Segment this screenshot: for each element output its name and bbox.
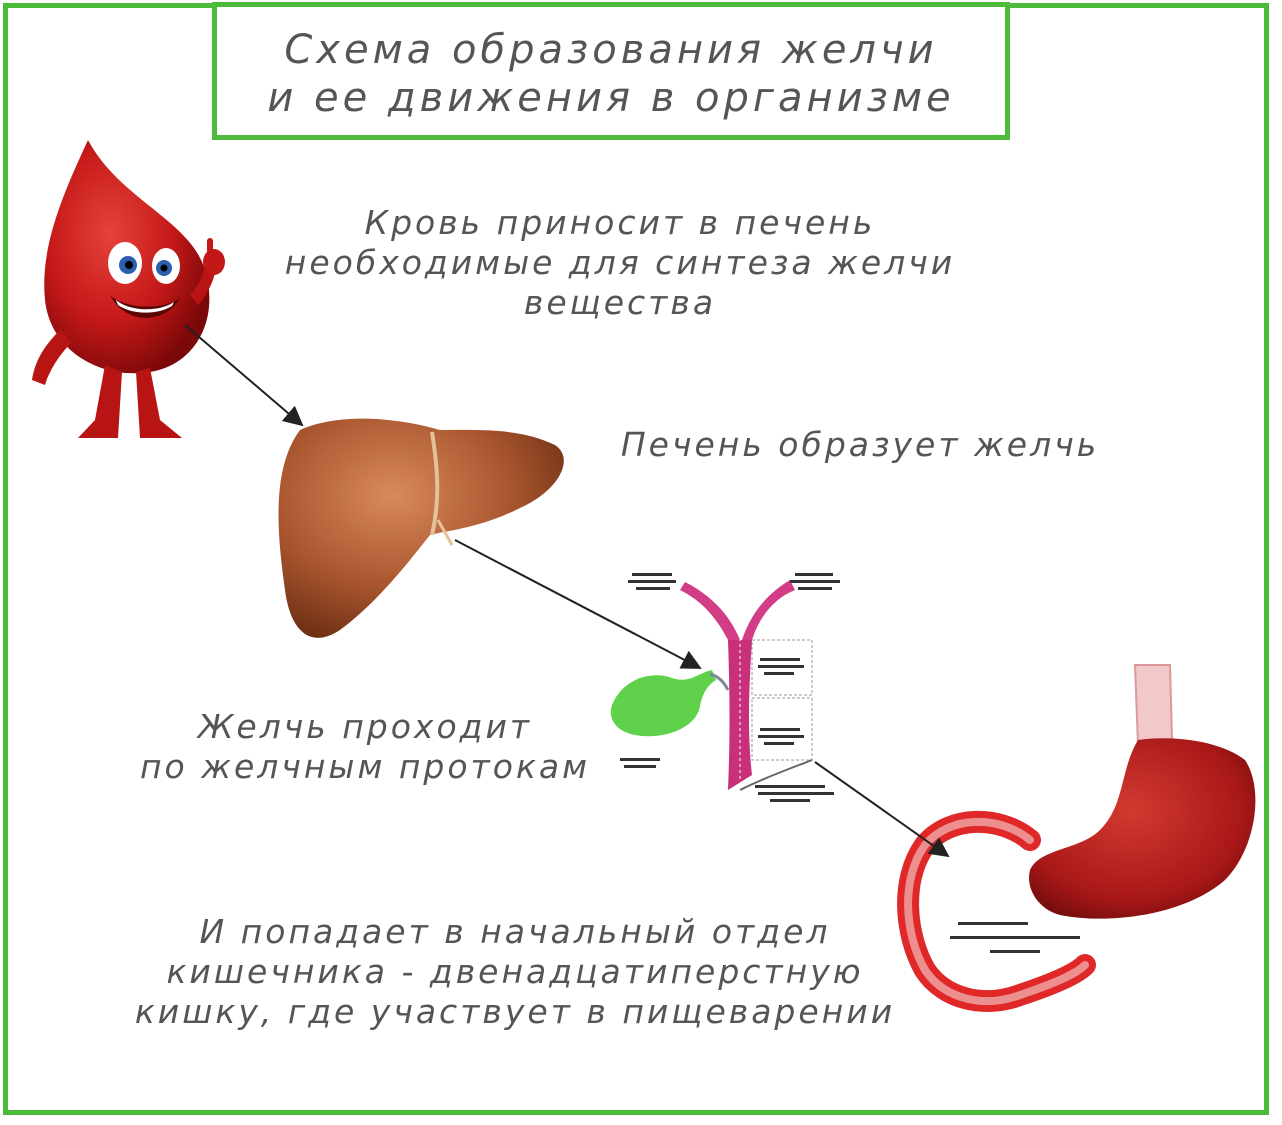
caption-blood-line-3: вещества: [523, 283, 717, 322]
title-line-2: и ее движения в организме: [267, 75, 955, 121]
caption-intestine-line-2: кишечника - двенадцатиперстную: [166, 952, 864, 991]
caption-blood-line-1: Кровь приносит в печень: [364, 203, 876, 242]
caption-intestine: И попадает в начальный отдел кишечника -…: [130, 912, 900, 1032]
caption-ducts-line-1: Желчь проходит: [197, 707, 533, 746]
caption-intestine-line-3: кишку, где участвует в пищеварении: [134, 992, 896, 1031]
bile-duct-diagram-icon: [610, 560, 840, 802]
title-line-1: Схема образования желчи: [284, 27, 938, 73]
caption-blood-line-2: необходимые для синтеза желчи: [284, 243, 956, 282]
caption-liver-line-1: Печень образует желчь: [620, 425, 1100, 464]
caption-blood: Кровь приносит в печень необходимые для …: [280, 203, 960, 323]
liver-icon: [278, 418, 564, 638]
title-box: Схема образования желчи и ее движения в …: [212, 2, 1010, 140]
arrow-ducts-to-duodenum: [814, 761, 950, 858]
caption-ducts: Желчь проходит по желчным протокам: [130, 707, 600, 787]
stomach-duodenum-icon: [897, 664, 1256, 1012]
caption-ducts-line-2: по желчным протокам: [139, 747, 591, 786]
arrow-blood-to-liver: [184, 324, 304, 427]
arrow-liver-to-ducts: [454, 539, 702, 669]
blood-drop-character-icon: [32, 140, 225, 438]
caption-liver: Печень образует желчь: [600, 425, 1120, 465]
caption-intestine-line-1: И попадает в начальный отдел: [199, 912, 831, 951]
flow-arrows: [184, 324, 950, 858]
